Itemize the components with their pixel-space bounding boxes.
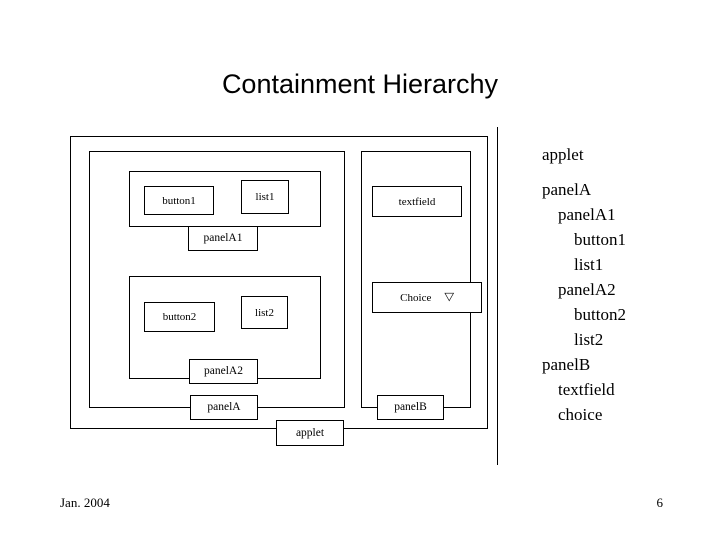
widget-list1[interactable]: list1 bbox=[241, 180, 289, 214]
widget-button1-label: button1 bbox=[162, 194, 196, 207]
tree-row-button2: button2 bbox=[574, 305, 626, 324]
widget-list1-label: list1 bbox=[255, 191, 275, 203]
widget-choice-label: Choice bbox=[400, 291, 432, 304]
containment-tree: applet panelA panelA1 button1 list1 pane… bbox=[542, 142, 626, 427]
widget-button1[interactable]: button1 bbox=[144, 186, 214, 215]
tag-panelA: panelA bbox=[190, 395, 258, 420]
tree-row-choice: choice bbox=[558, 405, 603, 424]
tree-row-panelA2: panelA2 bbox=[558, 280, 616, 299]
footer-date: Jan. 2004 bbox=[60, 495, 110, 510]
tree-row-list2: list2 bbox=[574, 330, 604, 349]
tag-panelB-label: panelB bbox=[394, 401, 427, 413]
widget-textfield-label: textfield bbox=[398, 195, 436, 208]
tree-row-applet: applet bbox=[542, 145, 584, 164]
tag-panelA2: panelA2 bbox=[189, 359, 258, 384]
tag-panelA2-label: panelA2 bbox=[204, 365, 243, 377]
tree-row-panelB: panelB bbox=[542, 355, 591, 374]
widget-list2[interactable]: list2 bbox=[241, 296, 288, 329]
tag-panelA1: panelA1 bbox=[188, 226, 258, 251]
tree-row-panelA1: panelA1 bbox=[558, 205, 616, 224]
tag-applet-label: applet bbox=[295, 426, 325, 439]
widget-button2-label: button2 bbox=[162, 311, 197, 323]
tag-panelA-label: panelA bbox=[207, 401, 241, 413]
widget-choice[interactable]: Choice ▽ bbox=[372, 282, 482, 313]
tree-row-panelA: panelA bbox=[542, 180, 592, 199]
tag-panelA1-label: panelA1 bbox=[203, 232, 243, 244]
tree-spacer bbox=[542, 167, 626, 177]
widget-textfield[interactable]: textfield bbox=[372, 186, 462, 217]
widget-list2-label: list2 bbox=[255, 306, 274, 319]
vertical-divider bbox=[497, 127, 498, 465]
chevron-down-icon[interactable]: ▽ bbox=[444, 291, 455, 303]
tree-row-button1: button1 bbox=[574, 230, 626, 249]
tree-row-textfield: textfield bbox=[558, 380, 615, 399]
page-title: Containment Hierarchy bbox=[221, 69, 499, 99]
widget-button2[interactable]: button2 bbox=[144, 302, 215, 332]
tag-applet: applet bbox=[276, 420, 344, 446]
tree-row-list1: list1 bbox=[574, 255, 604, 274]
footer-page-number: 6 bbox=[656, 495, 664, 510]
tag-panelB: panelB bbox=[377, 395, 444, 420]
